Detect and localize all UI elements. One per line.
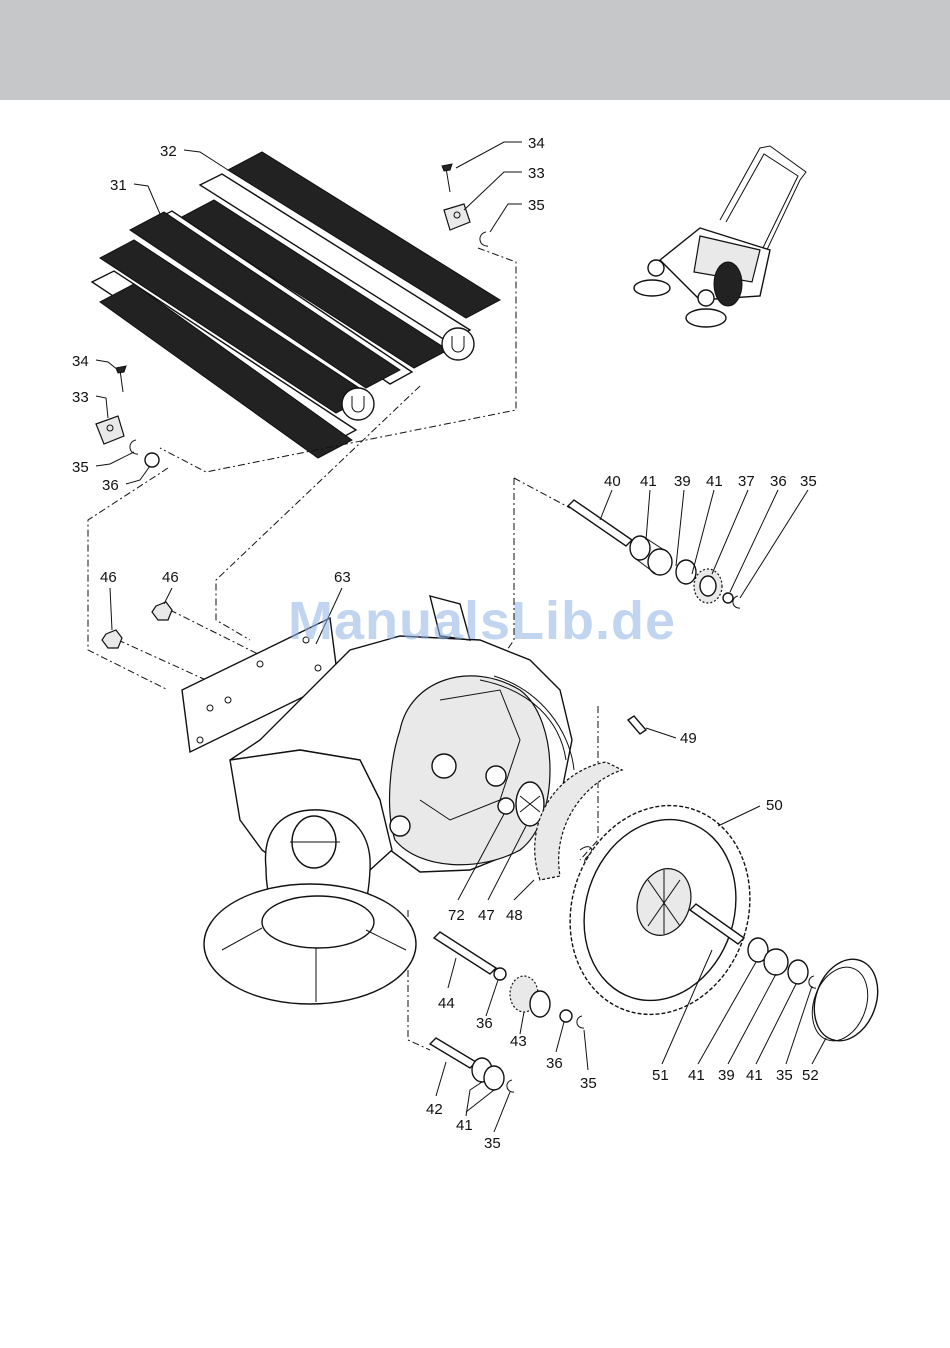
callout-36: 36	[102, 477, 119, 494]
clip-ring-upper	[480, 232, 488, 246]
callout-41: 41	[640, 473, 657, 490]
bearing-41-wheel-a	[748, 938, 788, 975]
washer-36-top	[723, 593, 733, 603]
bracket-lower	[96, 416, 124, 444]
callout-39: 39	[674, 473, 691, 490]
side-brush-disc	[204, 884, 416, 1004]
callout-42: 42	[426, 1101, 443, 1118]
callout-36: 36	[476, 1015, 493, 1032]
callout-35: 35	[484, 1135, 501, 1152]
nut-46-right	[152, 602, 172, 620]
callout-37: 37	[738, 473, 755, 490]
sweeper-overview-illustration	[634, 146, 806, 327]
callout-43: 43	[510, 1033, 527, 1050]
callout-47: 47	[478, 907, 495, 924]
clip-35-lower-b	[507, 1080, 514, 1092]
callout-33: 33	[72, 389, 89, 406]
callout-32: 32	[160, 143, 177, 160]
callout-46: 46	[162, 569, 179, 586]
callout-33: 33	[528, 165, 545, 182]
callout-35: 35	[72, 459, 89, 476]
callout-41: 41	[746, 1067, 763, 1084]
roller-end-cap-upper	[442, 328, 474, 360]
callout-52: 52	[802, 1067, 819, 1084]
bearing-41-top-a	[630, 536, 672, 575]
clip-35-lower-a	[577, 1016, 584, 1028]
washer-72	[498, 798, 514, 814]
callout-35: 35	[528, 197, 545, 214]
callout-39: 39	[718, 1067, 735, 1084]
roller-end-cap-lower	[342, 388, 374, 420]
callout-34: 34	[528, 135, 545, 152]
axle-42	[430, 1038, 476, 1068]
watermark-text: ManualsLib.de	[288, 590, 676, 652]
clip-35-wheel	[809, 976, 816, 988]
callout-44: 44	[438, 995, 455, 1012]
screw-upper	[442, 164, 452, 192]
pinion-43	[510, 976, 550, 1017]
washer-36-lower-a	[494, 968, 506, 980]
callout-48: 48	[506, 907, 523, 924]
callout-41: 41	[456, 1117, 473, 1134]
callout-46: 46	[100, 569, 117, 586]
wheel-50	[544, 782, 777, 1038]
callout-41: 41	[706, 473, 723, 490]
washer-lower	[145, 453, 159, 467]
callout-36: 36	[770, 473, 787, 490]
callout-31: 31	[110, 177, 127, 194]
hub-cap-52	[803, 950, 889, 1049]
pinion-37	[694, 569, 722, 603]
pin-49	[628, 716, 646, 734]
callout-35: 35	[800, 473, 817, 490]
washer-36-lower-b	[560, 1010, 572, 1022]
callout-41: 41	[688, 1067, 705, 1084]
callout-63: 63	[334, 569, 351, 586]
axle-44	[434, 932, 496, 974]
callout-36: 36	[546, 1055, 563, 1072]
callout-72: 72	[448, 907, 465, 924]
callout-35: 35	[776, 1067, 793, 1084]
clip-35-top	[733, 596, 740, 608]
callout-49: 49	[680, 730, 697, 747]
callout-34: 34	[72, 353, 89, 370]
axle-40	[568, 500, 632, 546]
callout-35: 35	[580, 1075, 597, 1092]
nut-46-left	[102, 630, 122, 648]
callout-50: 50	[766, 797, 783, 814]
bushing-39-wheel	[788, 960, 808, 984]
callout-40: 40	[604, 473, 621, 490]
callout-51: 51	[652, 1067, 669, 1084]
